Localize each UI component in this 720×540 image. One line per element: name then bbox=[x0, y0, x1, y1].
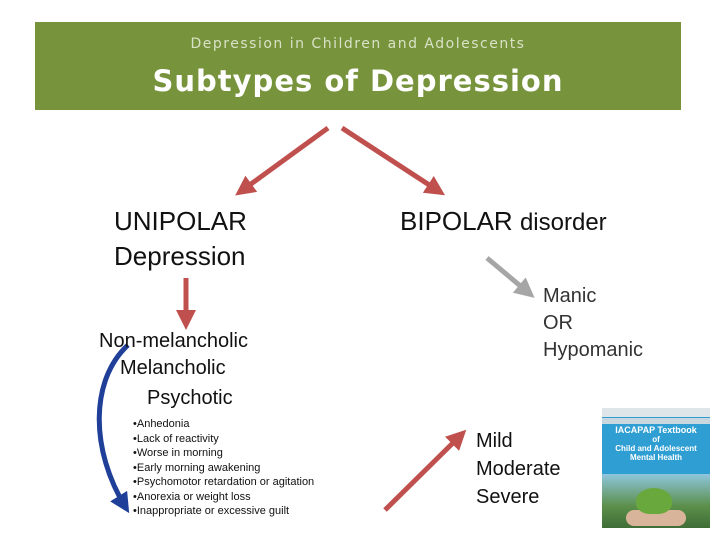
subtype-non-melancholic: Non-melancholic bbox=[99, 330, 248, 352]
severity-list: Mild Moderate Severe bbox=[476, 427, 561, 511]
textbook-cover-image: IACAPAP Textbook of Child and Adolescent… bbox=[602, 408, 710, 528]
list-item: Psychomotor retardation or agitation bbox=[133, 475, 314, 490]
plant-illustration bbox=[636, 488, 672, 514]
bipolar-label: BIPOLAR disorder bbox=[400, 204, 607, 240]
list-item: Worse in morning bbox=[133, 446, 314, 461]
arrow-to-manic bbox=[485, 256, 535, 298]
list-item: Early morning awakening bbox=[133, 461, 314, 476]
hands-illustration bbox=[626, 510, 686, 526]
unipolar-label: UNIPOLAR Depression bbox=[114, 204, 247, 274]
manic-line3: Hypomanic bbox=[543, 339, 644, 361]
page-title: Subtypes of Depression bbox=[152, 64, 564, 98]
header-banner: Depression in Children and Adolescents S… bbox=[35, 22, 681, 110]
severity-moderate: Moderate bbox=[476, 458, 561, 480]
symptom-list: Anhedonia Lack of reactivity Worse in mo… bbox=[133, 417, 314, 519]
arrow-to-bipolar bbox=[340, 125, 446, 196]
arrow-to-severity bbox=[383, 429, 467, 512]
manic-line1: Manic bbox=[543, 285, 597, 307]
list-item: Anhedonia bbox=[133, 417, 314, 432]
list-item: Lack of reactivity bbox=[133, 432, 314, 447]
list-item: Inappropriate or excessive guilt bbox=[133, 504, 314, 519]
cover-strip bbox=[602, 408, 710, 417]
bipolar-suffix: disorder bbox=[519, 209, 607, 236]
curved-bracket-arrow bbox=[96, 343, 130, 514]
unipolar-line1: UNIPOLAR bbox=[114, 206, 247, 236]
manic-line2: OR bbox=[543, 312, 573, 334]
arrow-to-unipolar bbox=[235, 125, 330, 196]
subtype-melancholic: Melancholic bbox=[120, 357, 226, 379]
cover-title: IACAPAP Textbook of Child and Adolescent… bbox=[615, 425, 697, 463]
manic-label: Manic OR Hypomanic bbox=[543, 283, 643, 364]
severity-severe: Severe bbox=[476, 486, 540, 508]
bipolar-main: BIPOLAR bbox=[400, 206, 513, 236]
list-item: Anorexia or weight loss bbox=[133, 490, 314, 505]
cover-strip bbox=[602, 418, 710, 424]
subtype-psychotic: Psychotic bbox=[147, 387, 233, 409]
header-subtitle: Depression in Children and Adolescents bbox=[190, 36, 526, 52]
severity-mild: Mild bbox=[476, 430, 513, 452]
unipolar-line2: Depression bbox=[114, 241, 246, 271]
